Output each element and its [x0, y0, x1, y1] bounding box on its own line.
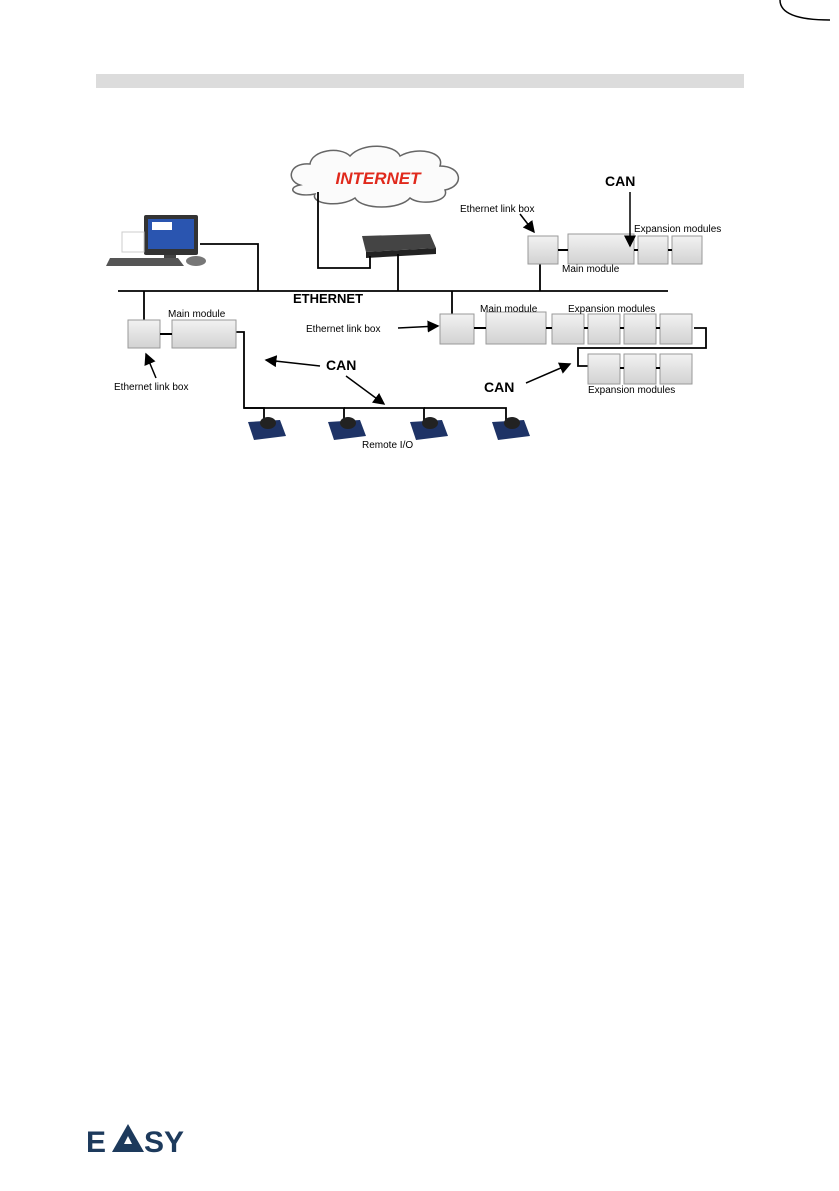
internet-cloud: INTERNET — [291, 146, 458, 207]
right-link-box-label: Ethernet link box — [306, 324, 381, 335]
logo-triangle-icon — [112, 1124, 144, 1152]
logo-letters-sy: SY — [144, 1126, 184, 1159]
left-main-module-label: Main module — [168, 309, 226, 320]
can-label-top: CAN — [605, 173, 635, 189]
header-bar — [96, 74, 744, 88]
router-icon — [362, 234, 436, 258]
right-main-module-label: Main module — [480, 304, 538, 315]
top-right-link-box-label: Ethernet link box — [460, 204, 535, 215]
network-diagram: INTERNET ETHERNET — [100, 140, 740, 460]
remote-io-label: Remote I/O — [362, 440, 413, 451]
top-right-expansion-label: Expansion modules — [634, 224, 721, 235]
can-label-middle: CAN — [326, 357, 356, 373]
right-expansion-label-bottom: Expansion modules — [588, 385, 675, 396]
remote-io-device — [248, 417, 286, 440]
remote-io-devices: Remote I/O — [248, 417, 530, 451]
can-label-right: CAN — [484, 379, 514, 395]
top-right-main-module-label: Main module — [562, 264, 620, 275]
computer-icon — [106, 215, 206, 266]
right-station: Ethernet link box Main module Expansion … — [306, 304, 692, 396]
remote-io-device — [410, 417, 448, 440]
remote-io-device — [492, 417, 530, 440]
easy-logo: E SY — [84, 1120, 204, 1160]
internet-label: INTERNET — [336, 169, 423, 188]
remote-io-device — [328, 417, 366, 440]
ethernet-label: ETHERNET — [293, 291, 363, 306]
top-right-station: Ethernet link box Main module Expansion … — [460, 173, 721, 275]
left-station: Main module Ethernet link box — [114, 309, 236, 393]
right-expansion-label-top: Expansion modules — [568, 304, 655, 315]
logo-letter-e: E — [86, 1126, 106, 1159]
left-link-box-label: Ethernet link box — [114, 382, 189, 393]
